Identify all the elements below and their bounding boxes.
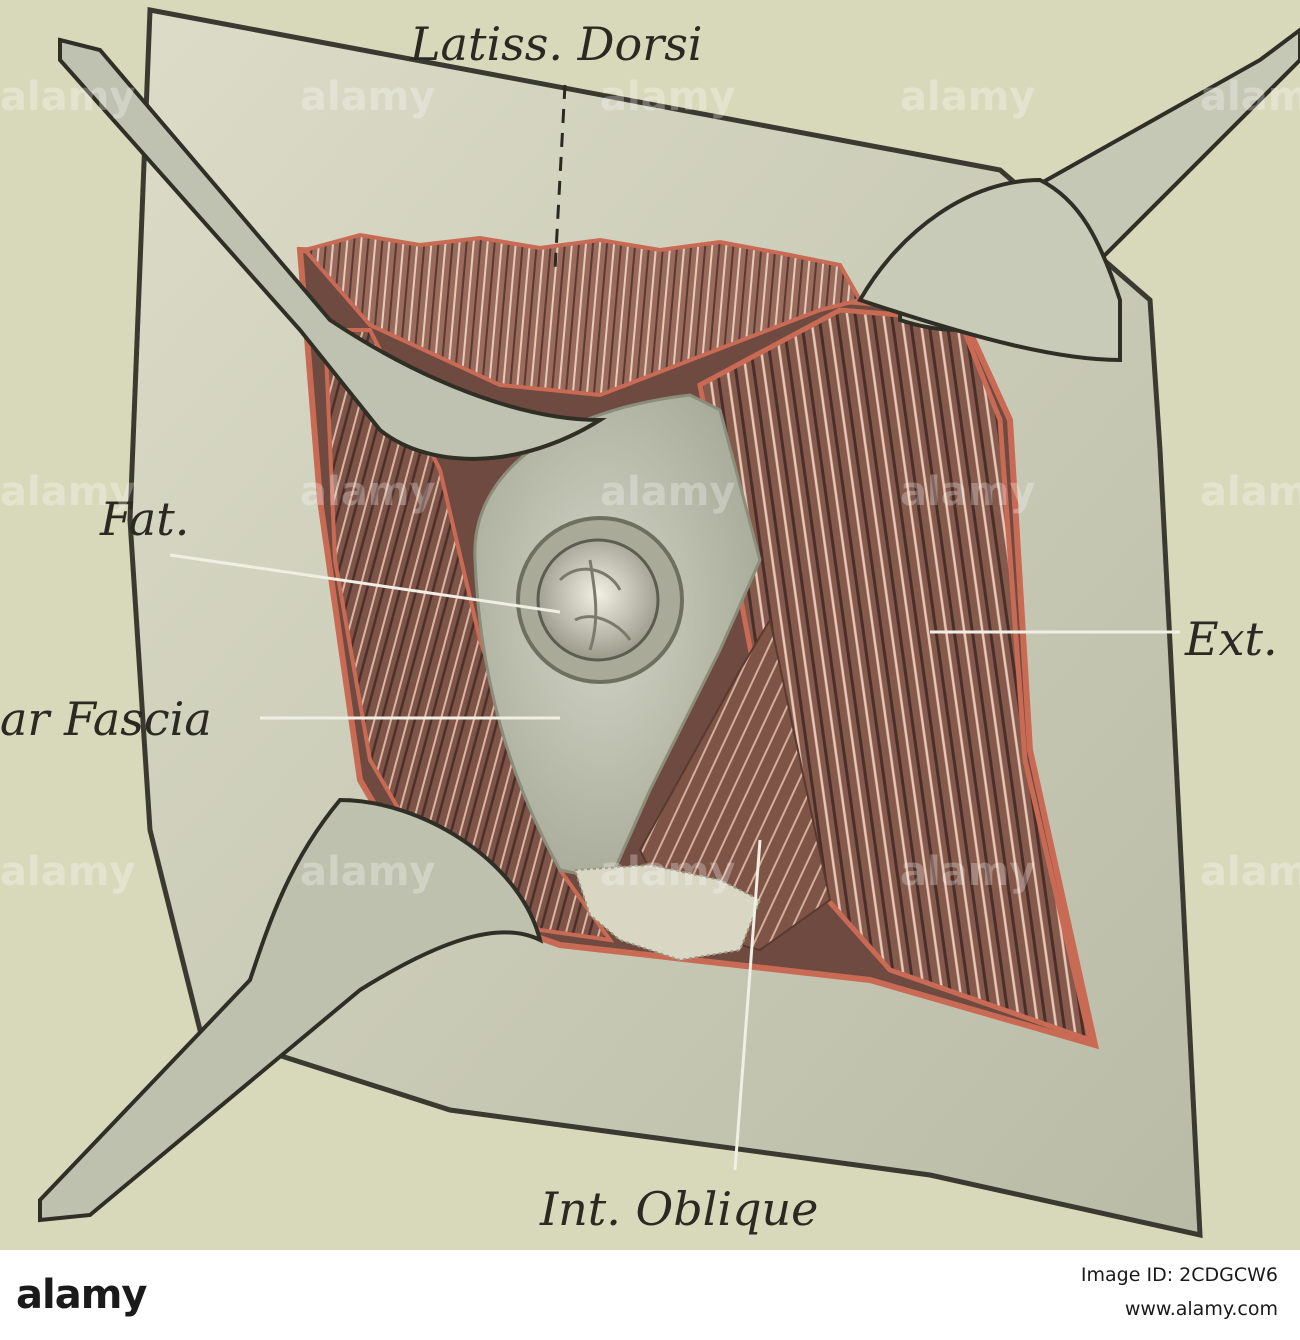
watermark-text: alamy [300, 849, 435, 895]
watermark-overlay: alamy alamy alamy alamy alamy alamy alam… [0, 74, 1300, 895]
label-ext: Ext. [1184, 612, 1278, 666]
retractor-top-right-blade [857, 177, 1122, 363]
watermark-text: alamy [0, 74, 135, 120]
watermark-text: alamy [1200, 849, 1300, 895]
label-fat: Fat. [99, 492, 189, 546]
watermark-text: alamy [600, 74, 735, 120]
watermark-text: alamy [300, 469, 435, 515]
alamy-logo: alamy [16, 1272, 147, 1318]
leader-fat [169, 553, 561, 614]
watermark-text: alamy [900, 74, 1035, 120]
label-latiss-dorsi: Latiss. Dorsi [409, 17, 703, 71]
watermark-text: alamy [1200, 74, 1300, 120]
watermark-text: alamy [600, 469, 735, 515]
retractor-top-left [58, 37, 607, 461]
watermark-text: alamy [1200, 469, 1300, 515]
watermark-text: alamy [0, 469, 135, 515]
latissimus-dorsi-muscle [301, 232, 864, 398]
fat-lobule-lines [558, 559, 632, 651]
watermark-text: alamy [600, 849, 735, 895]
watermark-text: alamy [900, 469, 1035, 515]
site-url-text: www.alamy.com [1124, 1298, 1278, 1320]
watermark-text: alamy [300, 74, 435, 120]
fatty-tissue-bottom [573, 863, 762, 962]
anatomical-illustration: Latiss. Dorsi Fat. Ext. ar Fascia Int. O… [0, 7, 1300, 1239]
watermark-footer: alamy Image ID: 2CDGCW6 www.alamy.com [0, 1250, 1300, 1340]
label-int-oblique: Int. Oblique [539, 1182, 818, 1236]
label-fascia: ar Fascia [0, 692, 212, 746]
retractor-bottom-left [38, 797, 543, 1223]
fat-globule [536, 538, 660, 662]
leader-int-oblique [733, 839, 762, 1171]
watermark-text: alamy [0, 849, 135, 895]
watermark-text: alamy [900, 849, 1035, 895]
image-id-text: Image ID: 2CDGCW6 [1080, 1264, 1278, 1286]
leader-latiss-dorsi [553, 84, 567, 271]
